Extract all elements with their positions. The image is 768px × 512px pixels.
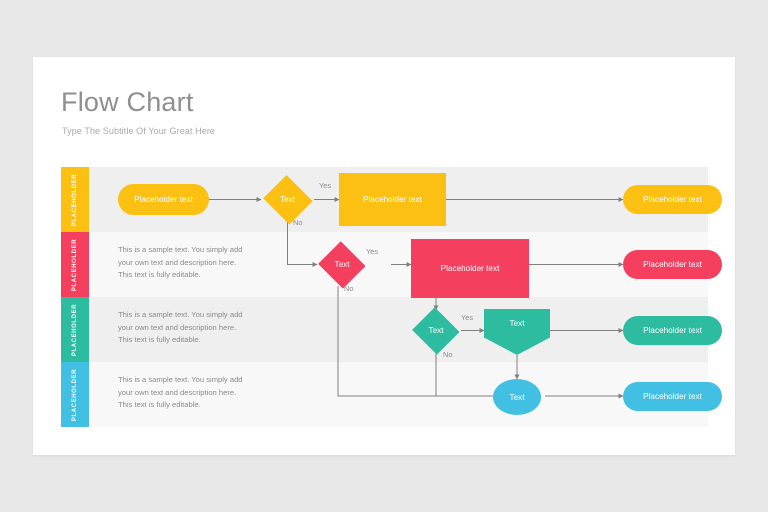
node-y3[interactable]: Placeholder text (339, 173, 446, 226)
node-p3-label: Placeholder text (643, 260, 702, 269)
swimlane-description-2: This is a sample text. You simply add yo… (118, 245, 243, 280)
swimlane-row-3: PLACEHOLDER This is a sample text. You s… (61, 297, 708, 362)
node-y2-label: Text (279, 195, 295, 204)
swimlane-row-2: PLACEHOLDER This is a sample text. You s… (61, 232, 708, 297)
swimlane-tab-4[interactable]: PLACEHOLDER (61, 362, 89, 427)
node-b2-label: Placeholder text (643, 392, 702, 401)
swimlane-tab-label-3: PLACEHOLDER (72, 303, 78, 356)
swimlane-tab-1[interactable]: PLACEHOLDER (61, 167, 89, 232)
edge-label-yellow-no: No (293, 218, 303, 227)
edge-label-teal-yes: Yes (461, 313, 474, 322)
node-y3-label: Placeholder text (363, 195, 422, 204)
node-p2[interactable]: Placeholder text (411, 239, 529, 298)
swimlane-description-3: This is a sample text. You simply add yo… (118, 310, 243, 345)
node-y1[interactable]: Placeholder text (118, 184, 209, 215)
node-y2[interactable]: Text (261, 174, 314, 225)
swimlane-tab-3[interactable]: PLACEHOLDER (61, 297, 89, 362)
swimlane-tab-label-4: PLACEHOLDER (72, 368, 78, 421)
node-p1-label: Text (334, 260, 350, 269)
edge-label-pink-yes: Yes (366, 247, 379, 256)
node-p3[interactable]: Placeholder text (623, 250, 722, 279)
edge-label-pink-no: No (344, 284, 354, 293)
swimlane-chart: PLACEHOLDER PLACEHOLDER This is a sample… (61, 167, 722, 429)
node-y1-label: Placeholder text (134, 195, 193, 204)
swimlane-tab-label-1: PLACEHOLDER (72, 173, 78, 226)
node-t2-label: Text (509, 318, 525, 328)
node-p1[interactable]: Text (317, 240, 367, 289)
node-t3-label: Placeholder text (643, 326, 702, 335)
node-b1[interactable]: Text (493, 379, 541, 415)
node-b2[interactable]: Placeholder text (623, 382, 722, 411)
page-title: Flow Chart (61, 87, 194, 117)
swimlane-tab-label-2: PLACEHOLDER (72, 238, 78, 291)
node-t1-label: Text (428, 326, 444, 335)
swimlane-description-4: This is a sample text. You simply add yo… (118, 375, 243, 410)
swimlane-row-4: PLACEHOLDER This is a sample text. You s… (61, 362, 708, 427)
page-subtitle: Type The Subtitle Of Your Great Here (62, 126, 216, 136)
edge-label-yellow-yes: Yes (319, 181, 332, 190)
node-t3[interactable]: Placeholder text (623, 316, 722, 345)
slide-card: Flow Chart Type The Subtitle Of Your Gre… (33, 57, 735, 455)
node-b1-label: Text (509, 392, 525, 402)
node-p2-label: Placeholder text (440, 264, 500, 273)
edge-label-teal-no: No (443, 350, 453, 359)
node-y4[interactable]: Placeholder text (623, 185, 722, 214)
swimlane-tab-2[interactable]: PLACEHOLDER (61, 232, 89, 297)
node-t1[interactable]: Text (411, 306, 461, 355)
node-y4-label: Placeholder text (643, 195, 702, 204)
